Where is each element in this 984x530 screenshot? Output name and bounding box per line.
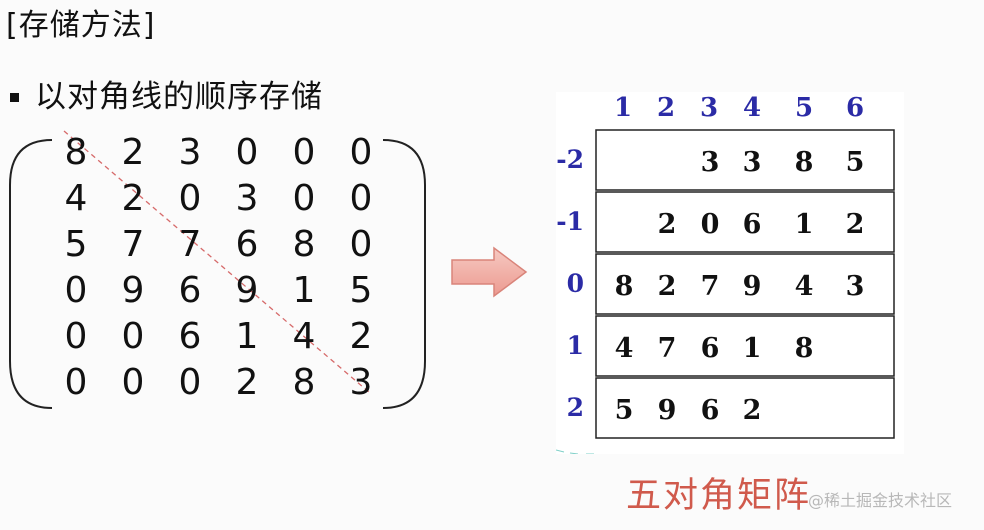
storage-cell: 6 — [701, 395, 720, 426]
storage-cell: 1 — [795, 209, 814, 240]
matrix-cell: 4 — [293, 316, 316, 357]
storage-cell: 4 — [615, 333, 634, 364]
matrix-cell: 9 — [236, 270, 259, 311]
matrix-cell: 2 — [236, 362, 259, 403]
matrix-cell: 0 — [350, 132, 373, 173]
storage-cell: 8 — [615, 271, 634, 302]
storage-rows — [595, 129, 895, 439]
matrix-cell: 0 — [179, 178, 202, 219]
matrix-cell: 3 — [350, 362, 373, 403]
matrix-cell: 5 — [65, 224, 88, 265]
matrix-cell: 7 — [179, 224, 202, 265]
matrix-cell: 7 — [122, 224, 145, 265]
matrix-cell: 0 — [236, 132, 259, 173]
matrix-cell: 3 — [236, 178, 259, 219]
matrix-cell: 8 — [293, 362, 316, 403]
arrow-icon — [451, 246, 528, 298]
matrix-cell: 2 — [350, 316, 373, 357]
left-bracket — [9, 139, 53, 409]
bullet-item: 以对角线的顺序存储 — [10, 76, 323, 118]
matrix-cell: 8 — [65, 132, 88, 173]
column-header: 4 — [743, 93, 761, 123]
storage-cell: 7 — [701, 271, 720, 302]
caption: 五对角矩阵 — [626, 476, 812, 516]
right-bracket — [382, 139, 426, 409]
storage-cell: 8 — [795, 147, 814, 178]
storage-cell: 0 — [701, 209, 720, 240]
slide-title: [存储方法] — [6, 8, 156, 43]
storage-row-box — [595, 377, 895, 439]
matrix-cell: 9 — [122, 270, 145, 311]
matrix-cell: 0 — [65, 316, 88, 357]
column-header: 5 — [795, 93, 813, 123]
storage-row-box — [595, 191, 895, 253]
matrix-cell: 3 — [179, 132, 202, 173]
storage-cell: 3 — [701, 147, 720, 178]
matrix-cell: 0 — [122, 362, 145, 403]
storage-cell: 2 — [658, 209, 677, 240]
watermark: @稀土掘金技术社区 — [808, 491, 953, 510]
matrix-cell: 8 — [293, 224, 316, 265]
row-label: 2 — [567, 393, 584, 422]
row-label: -1 — [556, 207, 584, 236]
matrix-cell: 2 — [122, 178, 145, 219]
storage-row-box — [595, 315, 895, 377]
matrix-cell: 6 — [179, 270, 202, 311]
matrix-cell: 0 — [179, 362, 202, 403]
matrix-cell: 1 — [236, 316, 259, 357]
matrix-cell: 0 — [65, 270, 88, 311]
storage-cell: 7 — [658, 333, 677, 364]
storage-cell: 1 — [743, 333, 762, 364]
matrix-cell: 0 — [293, 132, 316, 173]
row-label: 0 — [567, 269, 584, 298]
row-labels: -2 -1 0 1 2 — [556, 145, 584, 422]
matrix-cell: 1 — [293, 270, 316, 311]
storage-cell: 2 — [658, 271, 677, 302]
bullet-text: 以对角线的顺序存储 — [35, 79, 323, 115]
storage-row-box — [595, 129, 895, 191]
matrix-cell: 6 — [179, 316, 202, 357]
storage-cell: 9 — [658, 395, 677, 426]
matrix-cell: 0 — [350, 178, 373, 219]
matrix-cell: 2 — [122, 132, 145, 173]
storage-row-box — [595, 253, 895, 315]
matrix-cell: 4 — [65, 178, 88, 219]
storage-cell: 8 — [795, 333, 814, 364]
matrix-cell: 0 — [293, 178, 316, 219]
storage-cell: 2 — [846, 209, 865, 240]
storage-cell: 5 — [846, 147, 865, 178]
storage-cell: 2 — [743, 395, 762, 426]
storage-cell: 6 — [701, 333, 720, 364]
column-header: 2 — [657, 93, 675, 123]
bullet-marker — [10, 92, 19, 102]
storage-cell: 4 — [795, 271, 814, 302]
matrix-cell: 0 — [122, 316, 145, 357]
row-label: 1 — [567, 331, 584, 360]
column-header: 6 — [846, 93, 864, 123]
matrix-cell: 0 — [65, 362, 88, 403]
row-label: -2 — [556, 145, 584, 174]
matrix-cell: 6 — [236, 224, 259, 265]
matrix-cell: 0 — [350, 224, 373, 265]
decorative-dash — [556, 449, 594, 454]
column-header: 1 — [614, 93, 632, 123]
column-header: 3 — [700, 93, 718, 123]
main-diagonal-line — [63, 130, 371, 394]
storage-cell: 3 — [846, 271, 865, 302]
storage-cell: 3 — [743, 147, 762, 178]
storage-cell: 5 — [615, 395, 634, 426]
storage-cell: 6 — [743, 209, 762, 240]
matrix-cell: 5 — [350, 270, 373, 311]
storage-cell: 9 — [743, 271, 762, 302]
